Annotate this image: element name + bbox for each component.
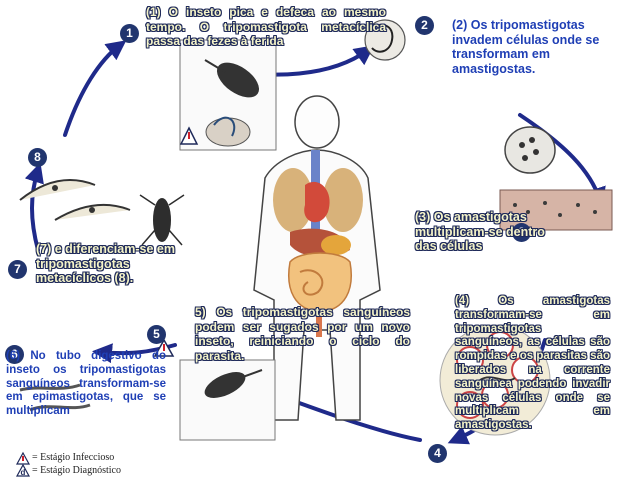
step-badge-4: 4 bbox=[428, 444, 447, 463]
step-5-caption: 5) Os tripomastigotas sanguíneos podem s… bbox=[195, 305, 410, 363]
trypomastigote-flagellates bbox=[19, 179, 131, 221]
step-7-caption: (7) e diferenciam-se em tripomastigotas … bbox=[36, 242, 175, 285]
step-badge-7: 7 bbox=[8, 260, 27, 279]
triatomine-bug-illustration bbox=[139, 194, 185, 246]
svg-text:d: d bbox=[21, 468, 26, 477]
diagnostic-stage-warning-icon bbox=[153, 338, 175, 357]
step-badge-6: 6 bbox=[5, 345, 24, 364]
insect-bite-illustration bbox=[179, 39, 277, 151]
step-badge-8: 8 bbox=[28, 148, 47, 167]
trypomastigote-invading-cell bbox=[364, 19, 406, 61]
insect-feeding-illustration bbox=[179, 359, 276, 441]
human-body-figure bbox=[253, 95, 381, 421]
step-badge-1: 1 bbox=[120, 24, 139, 43]
arrow-8-to-1 bbox=[63, 40, 127, 137]
step-3-caption: (3) Os amastigotas multiplicam-se dentro… bbox=[415, 210, 545, 253]
legend-diagnostic-label: = Estágio Diagnóstico bbox=[32, 465, 121, 476]
legend-infective-icon bbox=[15, 451, 31, 465]
step-1-caption: (1) O inseto pica e defeca ao mesmo temp… bbox=[146, 5, 386, 48]
epimastigote-illustration bbox=[19, 383, 91, 412]
step-badge-5: 5 bbox=[147, 325, 166, 344]
arrow-7-to-8 bbox=[24, 162, 44, 252]
step-6-caption: (6) No tubo digestivo do inseto os tripo… bbox=[6, 350, 166, 418]
step-badge-3: 3 bbox=[512, 223, 531, 242]
step-2-caption: (2) Os tripomastigotas invadem células o… bbox=[452, 18, 600, 76]
blood-cells-illustration bbox=[439, 324, 551, 436]
step-badge-2: 2 bbox=[415, 16, 434, 35]
step-4-caption: (4) Os amastigotas transformam-se em tri… bbox=[455, 295, 610, 432]
infective-stage-warning-icon bbox=[179, 126, 199, 145]
legend-diagnostic-icon: d bbox=[15, 463, 31, 477]
legend-infective-label: = Estágio Infeccioso bbox=[32, 452, 115, 463]
infected-cell-cluster bbox=[499, 126, 613, 231]
